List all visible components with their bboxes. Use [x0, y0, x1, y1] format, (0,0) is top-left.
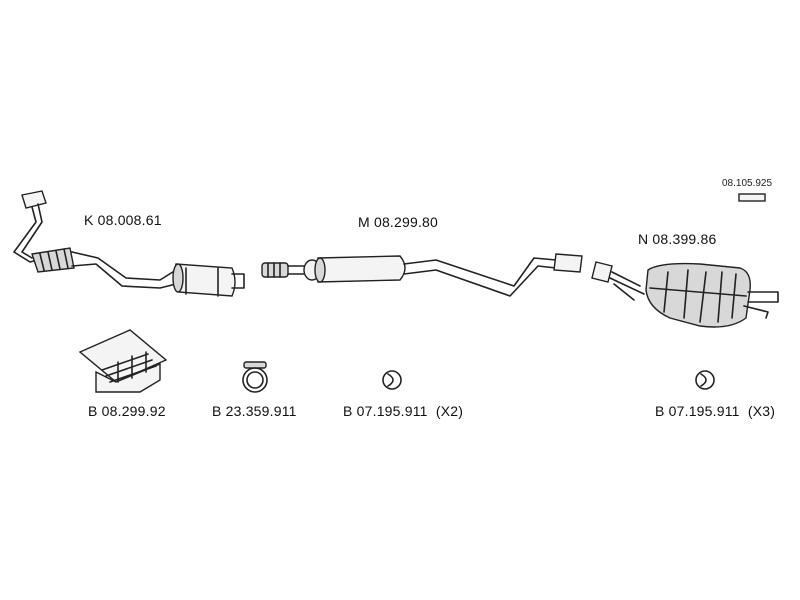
reference-bar-icon: [738, 193, 766, 202]
label-ring-x3: B 07.195.911 (X3): [655, 403, 776, 419]
reference-number: 08.105.925: [722, 178, 773, 189]
label-ring-x2: B 07.195.911 (X2): [343, 403, 464, 419]
label-clamp: B 23.359.911: [212, 403, 297, 419]
label-mount-kit: B 08.299.92: [88, 403, 166, 419]
label-rear-silencer: N 08.399.86: [638, 231, 717, 247]
label-middle-silencer: M 08.299.80: [358, 214, 439, 230]
label-front-pipe: K 08.008.61: [84, 212, 162, 228]
